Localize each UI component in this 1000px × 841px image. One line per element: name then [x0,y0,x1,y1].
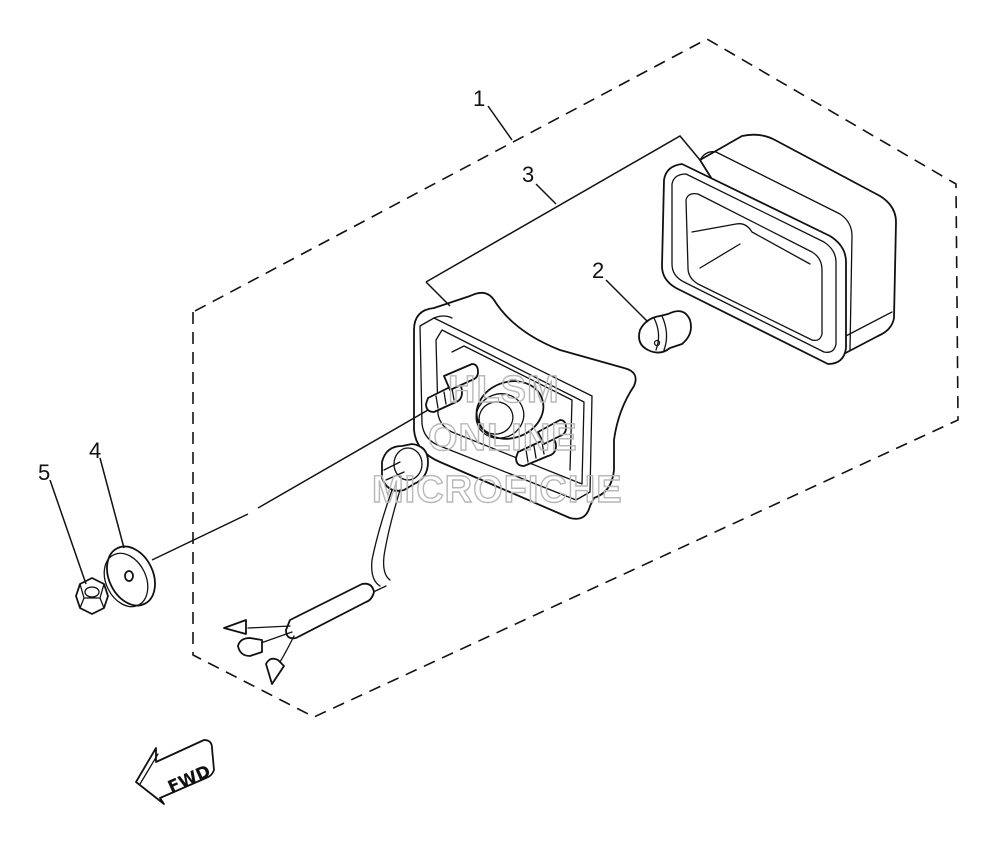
mount-leader [151,409,429,561]
bulb [638,310,692,354]
callout-2: 2 [592,258,604,283]
watermark: HLSM ONLINE MICROFICHE [371,368,623,511]
callout-1: 1 [473,86,485,111]
callouts: 1 2 3 4 5 [38,86,604,485]
assembly-boundary [192,38,959,718]
callout-3: 3 [522,162,534,187]
lens-cover [661,133,897,365]
socket-harness [223,443,429,685]
watermark-line-2: ONLINE [428,417,578,459]
light-housing [413,291,637,520]
fwd-arrow: FWD [135,739,215,805]
callout-5: 5 [38,460,50,485]
watermark-line-3: MICROFICHE [372,469,623,511]
watermark-line-1: HLSM [448,369,560,411]
callout-4: 4 [89,438,101,463]
nut [75,577,109,615]
callout-leaders [49,105,701,585]
washer [103,545,156,608]
